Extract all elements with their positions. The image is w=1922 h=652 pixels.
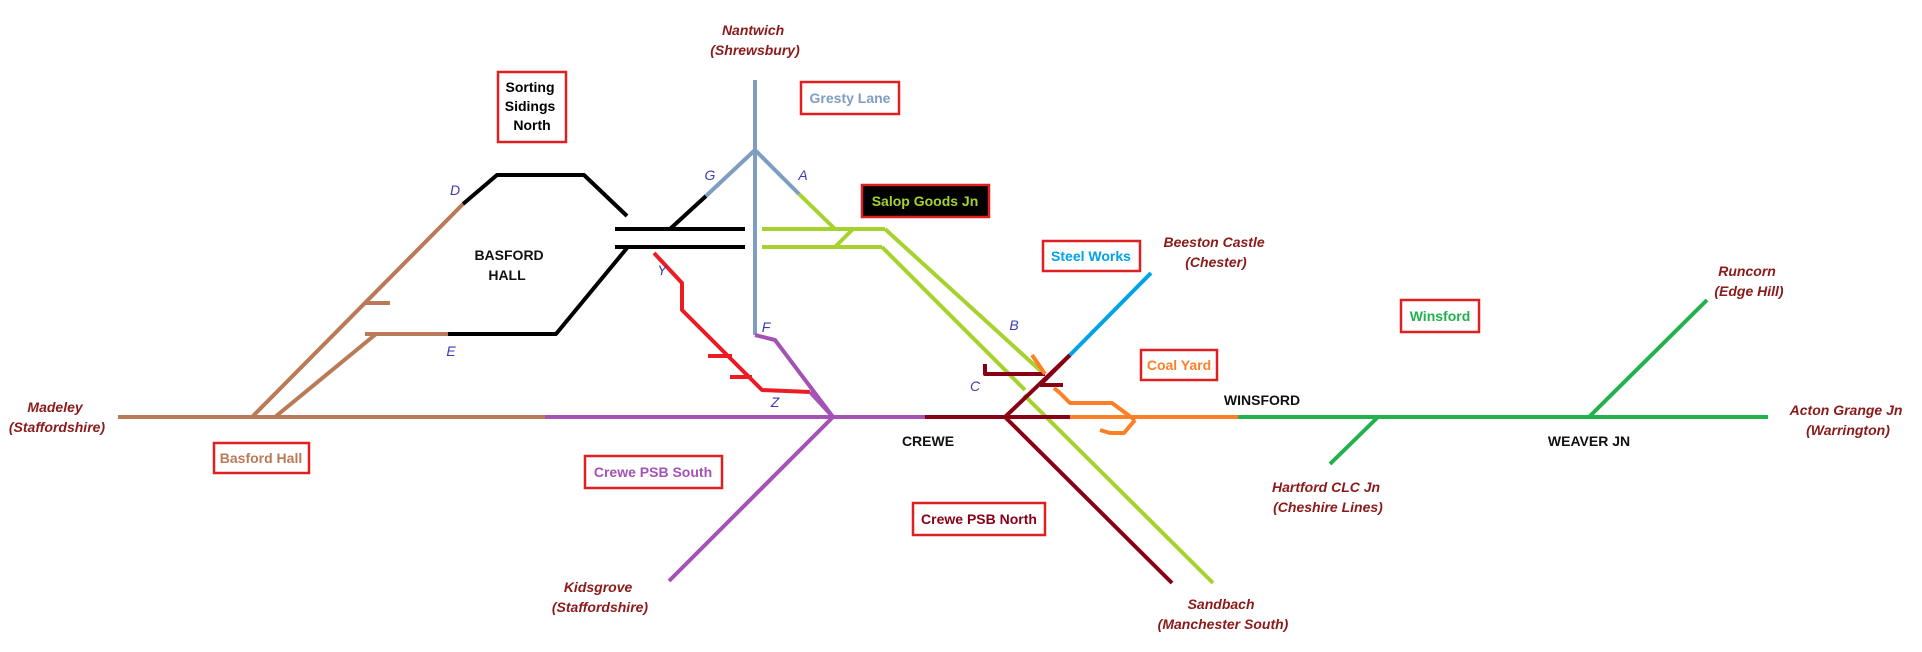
weaver-jn-label: WEAVER JN [1548,433,1630,449]
crewe-psb-north-lines [925,353,1174,585]
basford-hall-yard-label: BASFORD HALL [474,247,547,283]
box-salop-goods-jn: Salop Goods Jn [860,183,991,219]
junction-c: C [970,378,981,394]
sorting-sidings-north-lines [448,173,745,336]
salop-goods-lines [762,192,1215,585]
steel-works-line [1068,271,1153,357]
crewe-psb-south-lines [545,333,925,583]
svg-text:Gresty Lane: Gresty Lane [810,90,891,106]
basford-hall-lines [118,202,545,419]
coal-yard-lines [1030,353,1238,435]
svg-text:Crewe PSB North: Crewe PSB North [921,511,1037,527]
location-labels: BASFORD HALL CREWE WINSFORD WEAVER JN [474,247,1630,449]
runcorn-label: Runcorn (Edge Hill) [1714,263,1784,299]
junction-b: B [1009,317,1018,333]
box-sorting-sidings-north: Sorting Sidings North [496,70,568,144]
winsford-station-label: WINSFORD [1224,392,1300,408]
kidsgrove-label: Kidsgrove (Staffordshire) [552,579,649,615]
junction-z: Z [770,394,780,410]
acton-grange-jn-label: Acton Grange Jn (Warrington) [1789,402,1907,438]
madeley-label: Madeley (Staffordshire) [9,399,106,435]
crewe-label: CREWE [902,433,954,449]
junction-e: E [446,343,456,359]
beeston-castle-label: Beeston Castle (Chester) [1163,234,1268,270]
gresty-lane-lines [704,80,801,335]
box-crewe-psb-north: Crewe PSB North [911,501,1047,537]
junction-f: F [762,319,772,335]
box-winsford: Winsford [1399,298,1481,334]
junction-d: D [450,182,460,198]
junction-letters: A B C D E F G Y Z [446,167,1018,410]
place-labels: Nantwich (Shrewsbury) Madeley (Staffords… [9,22,1907,632]
nantwich-label: Nantwich (Shrewsbury) [710,22,800,58]
red-line [652,251,811,394]
svg-text:Basford Hall: Basford Hall [220,450,302,466]
svg-text:Coal Yard: Coal Yard [1147,357,1211,373]
box-steel-works: Steel Works [1041,239,1142,273]
junction-y: Y [657,262,668,278]
box-gresty-lane: Gresty Lane [799,80,901,116]
svg-text:Salop Goods Jn: Salop Goods Jn [872,193,979,209]
svg-text:Sorting Sidings: Sorting Sidings North [505,79,559,133]
signal-box-labels: Sorting Sidings North Gresty Lane Salop … [212,70,1481,537]
box-crewe-psb-south: Crewe PSB South [583,454,724,490]
junction-a: A [797,167,807,183]
sandbach-label: Sandbach (Manchester South) [1158,596,1289,632]
box-basford-hall: Basford Hall [212,441,311,475]
box-coal-yard: Coal Yard [1139,348,1219,382]
junction-g: G [705,167,716,183]
svg-text:Winsford: Winsford [1410,308,1471,324]
hartford-clc-jn-label: Hartford CLC Jn (Cheshire Lines) [1272,479,1384,515]
svg-text:Steel Works: Steel Works [1051,248,1131,264]
svg-text:Crewe PSB South: Crewe PSB South [594,464,712,480]
winsford-lines [1238,298,1768,466]
